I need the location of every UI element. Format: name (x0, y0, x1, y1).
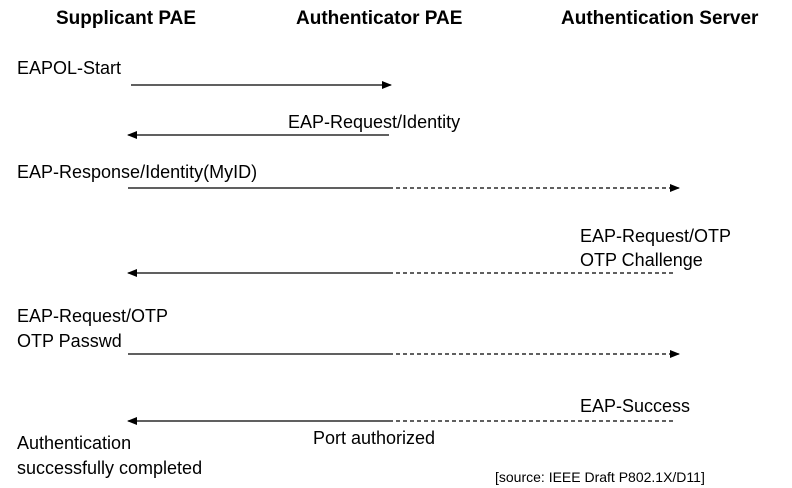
header-authentication-server: Authentication Server (561, 8, 759, 29)
label-eapol-start: EAPOL-Start (17, 58, 122, 78)
label-otp-challenge: OTP Challenge (580, 250, 703, 270)
label-eap-success: EAP-Success (580, 396, 691, 416)
header-supplicant-pae: Supplicant PAE (56, 8, 197, 29)
label-otp-passwd: OTP Passwd (17, 331, 122, 351)
label-completion-line1: Authentication (17, 433, 132, 453)
label-port-authorized: Port authorized (313, 428, 436, 448)
source-citation: [source: IEEE Draft P802.1X/D11] (495, 469, 705, 485)
label-eap-response-identity: EAP-Response/Identity(MyID) (17, 162, 258, 182)
header-authenticator-pae: Authenticator PAE (296, 8, 463, 29)
label-eap-request-identity: EAP-Request/Identity (288, 112, 461, 132)
label-completion-line2: successfully completed (17, 458, 203, 478)
label-otp-response-line1: EAP-Request/OTP (17, 306, 169, 326)
label-otp-request-line1: EAP-Request/OTP (580, 226, 732, 246)
